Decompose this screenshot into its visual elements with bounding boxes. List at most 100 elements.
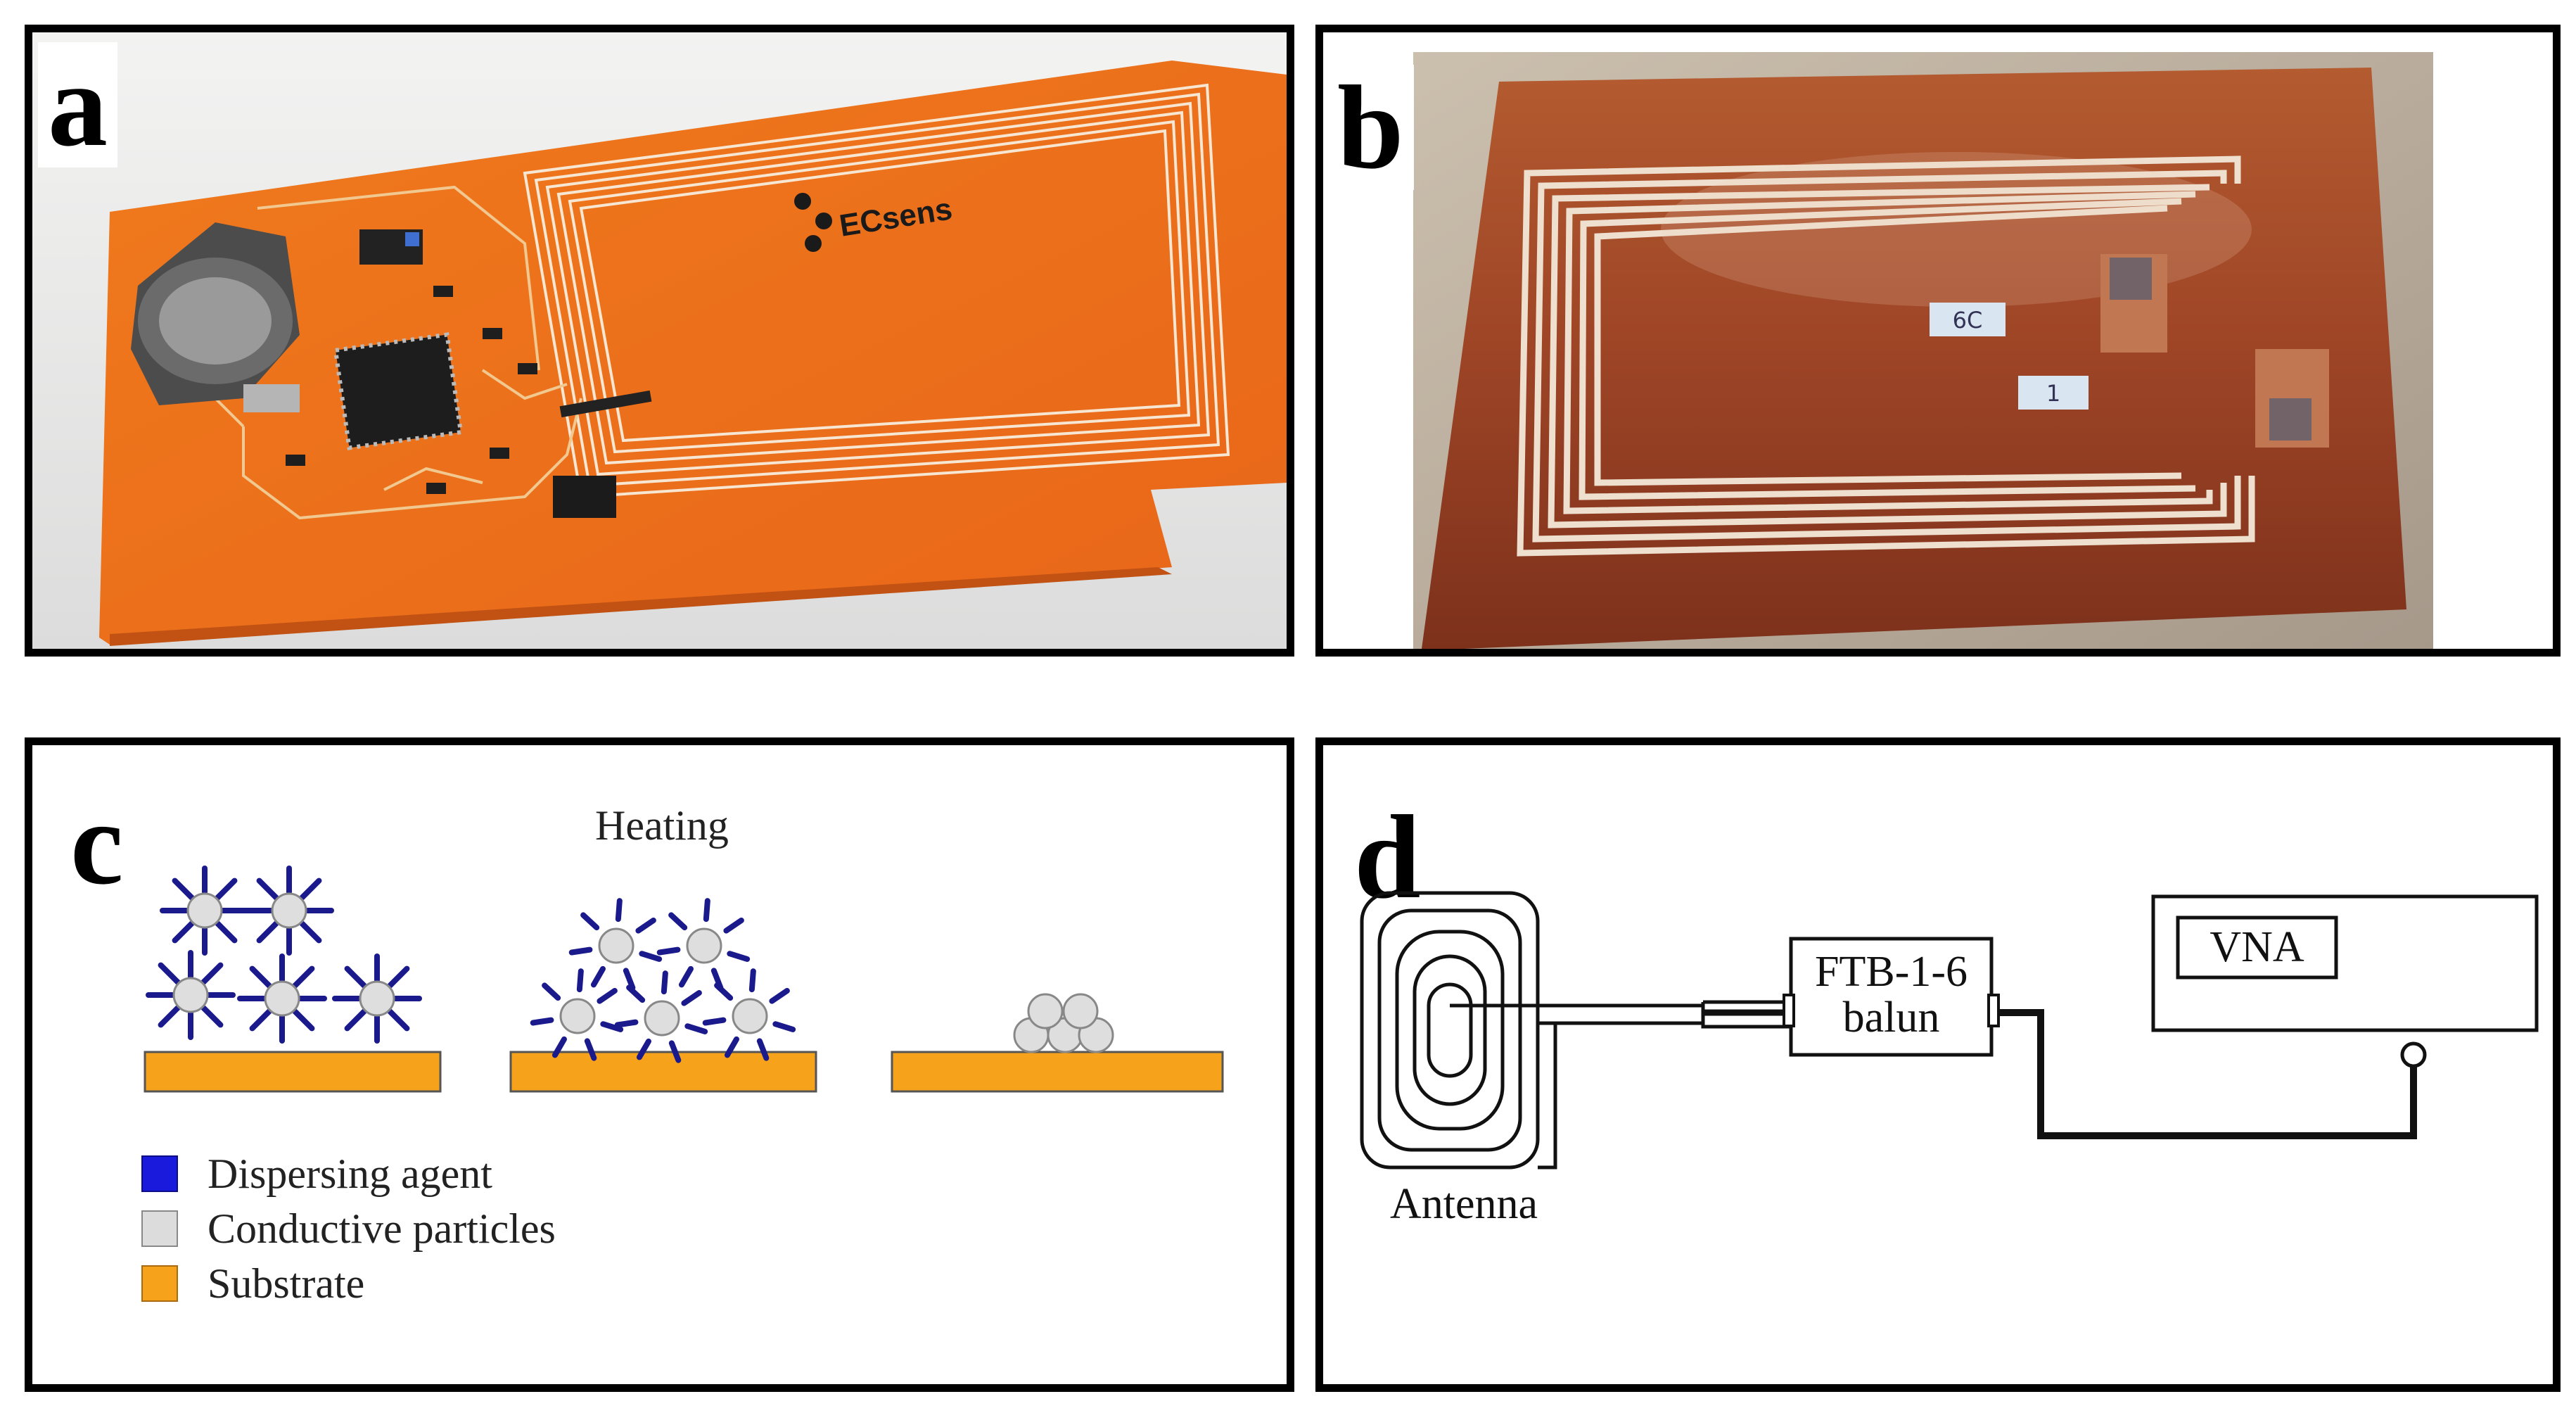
dispersing-agent <box>299 920 322 944</box>
dispersing-agent <box>172 920 195 944</box>
conductive-particle <box>732 998 768 1034</box>
dispersing-agent <box>703 898 710 923</box>
conductive-particle <box>264 980 300 1017</box>
dispersing-agent <box>668 1040 682 1063</box>
panel-a-letter: a <box>38 42 117 167</box>
label-6c: 6C <box>1953 307 1983 334</box>
dispersing-agent <box>299 877 322 901</box>
conductive-particle <box>186 892 223 929</box>
dispersing-agent <box>769 987 790 1004</box>
pcb-board <box>99 61 1287 645</box>
dispersing-agent <box>626 984 646 1003</box>
conductive-particle <box>686 927 722 964</box>
dispersing-agent <box>568 946 593 956</box>
balun-box <box>1789 937 1994 1057</box>
dispersing-agent <box>639 951 663 962</box>
substrate-swatch <box>141 1265 178 1302</box>
dispersing-agent <box>668 912 688 931</box>
balun-port-left <box>1783 994 1795 1027</box>
label-sticker-1 <box>2018 376 2089 410</box>
conductive-particle <box>172 977 209 1013</box>
dispersing-agent <box>772 1021 796 1032</box>
sintering-diagram <box>144 866 1224 1093</box>
dispersing-agent <box>656 946 681 956</box>
measurement-setup <box>1360 891 2539 1170</box>
balun-label: FTB-1-6 balun <box>1791 949 1991 1041</box>
dispersing-agent <box>635 917 656 934</box>
conductive-particle <box>559 998 596 1034</box>
panel-c: c Heating Dispersing agent Conductive pa… <box>25 737 1294 1392</box>
dispersing-agent <box>584 1038 597 1061</box>
vna-label: VNA <box>2210 923 2304 971</box>
coax-line-2 <box>1998 1009 2417 1139</box>
dispersing-agent <box>597 987 618 1004</box>
panel-b-letter: b <box>1327 65 1414 190</box>
label-1: 1 <box>2046 380 2060 407</box>
conductive-particle <box>359 980 395 1017</box>
substrate-2 <box>509 1051 817 1093</box>
dispersed-particles <box>146 866 422 1044</box>
panel-b: 1 6C 1 b <box>1315 25 2561 657</box>
dispersing-agent <box>249 1008 272 1032</box>
label-sticker-6c <box>1930 303 2006 336</box>
dispersing-agent <box>200 1005 224 1028</box>
dispersing-agent <box>661 970 668 995</box>
panel-a: ECsens a <box>25 25 1294 657</box>
dispersing-agent <box>756 1038 770 1061</box>
dispersing-agent <box>724 1036 739 1058</box>
antenna-coil-icon <box>1360 891 1703 1170</box>
dispersing-agent <box>551 1036 567 1058</box>
antenna-label: Antenna <box>1389 1180 1538 1228</box>
dispersing-agent <box>614 1019 639 1028</box>
dispersing-agent <box>702 1017 727 1026</box>
dispersing-agent <box>292 1008 315 1032</box>
legend-item: Substrate <box>141 1256 556 1311</box>
dispersing-agent <box>681 989 702 1006</box>
dispersing-agent-swatch <box>141 1155 178 1192</box>
conductive-particles-swatch <box>141 1210 178 1247</box>
vna-port <box>2400 1041 2427 1068</box>
dispersing-agent <box>344 1008 367 1032</box>
dispersing-agent <box>600 1021 624 1032</box>
dispersing-agent <box>530 1017 554 1026</box>
sintered-particles <box>1013 993 1114 1053</box>
panel-d: d Antenna FTB-1-6 balun VNA <box>1315 737 2561 1392</box>
heated-particles <box>530 898 796 1063</box>
dispersing-agent <box>615 898 623 923</box>
dispersing-agent <box>249 965 272 989</box>
dispersing-agent <box>714 982 734 1001</box>
conductive-particle <box>644 1000 680 1037</box>
dispersing-agent <box>748 968 756 993</box>
dispersing-agent <box>172 877 195 901</box>
dispersing-agent <box>590 965 606 988</box>
dispersing-agent <box>344 965 367 989</box>
legend-item: Conductive particles <box>141 1201 556 1256</box>
vna-display <box>2176 915 2338 980</box>
dispersing-agent <box>256 920 279 944</box>
balun-label-line1: FTB-1-6 <box>1815 948 1968 996</box>
ic-chip <box>553 476 616 518</box>
dispersing-agent <box>200 962 224 985</box>
conductive-particle <box>598 927 635 964</box>
microcontroller <box>336 334 461 448</box>
dispersing-agent <box>256 877 279 901</box>
balun-label-line2: balun <box>1842 994 1940 1042</box>
dispersing-agent <box>158 962 181 985</box>
conductive-particle <box>271 892 307 929</box>
dispersing-agent <box>678 965 694 988</box>
heating-label: Heating <box>595 802 729 849</box>
dispersing-agent <box>684 1023 708 1034</box>
substrate-3 <box>891 1051 1224 1093</box>
dispersing-agent <box>215 877 238 901</box>
dispersing-agent <box>292 965 315 989</box>
dispersing-agent <box>580 912 600 931</box>
legend-label: Conductive particles <box>208 1205 556 1252</box>
dispersing-agent <box>542 982 561 1001</box>
dispersing-agent <box>387 965 410 989</box>
dispersing-agent <box>576 968 584 993</box>
panel-d-letter: d <box>1354 791 1421 923</box>
dispersing-agent <box>723 917 744 934</box>
panel-b-photo: 1 6C 1 <box>1413 52 2433 649</box>
dispersing-agent <box>387 1008 410 1032</box>
dispersing-agent <box>727 951 751 962</box>
